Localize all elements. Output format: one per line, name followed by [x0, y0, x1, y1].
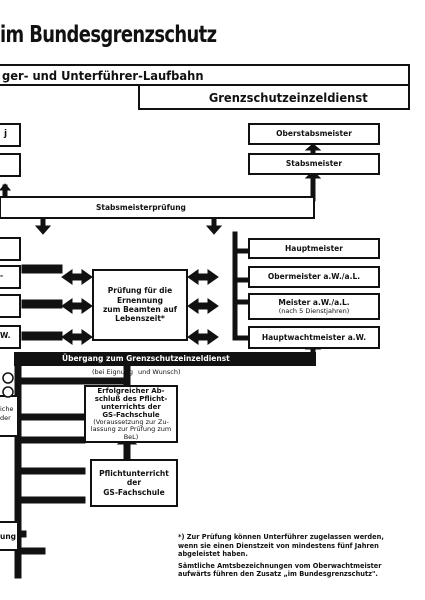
left-node-1: [2, 372, 14, 384]
left-arrow-head: [0, 183, 12, 191]
bar-mid-1: [14, 413, 86, 421]
left-mark: j: [4, 129, 8, 139]
left-partial-b: W.: [0, 331, 11, 340]
arrow-head-left-down: [34, 225, 52, 235]
footnotes: *) Zur Prüfung können Unterführer zugela…: [178, 533, 384, 579]
bar-bottom: [14, 547, 46, 555]
page-title: im Bundesgrenzschutz: [0, 22, 217, 48]
left-box-1: [0, 123, 21, 147]
left-partial-a: -: [0, 271, 4, 280]
rank-oberstabsmeister: Oberstabsmeister: [248, 123, 380, 145]
left-partial-c1: iche: [0, 405, 14, 413]
left-box-2: [0, 153, 21, 177]
uebergang-bar: [14, 352, 316, 366]
left-box-6: [0, 325, 21, 349]
left-box-8: [0, 521, 19, 551]
meister-note: (nach 5 Dienstjahren): [278, 307, 350, 316]
bar-mid-3: [14, 467, 86, 475]
arrow-head-oberstab: [304, 143, 322, 151]
left-bar-3: [21, 331, 63, 341]
header-laufbahn: ger- und Unterführer-Laufbahn: [0, 64, 410, 86]
stabsmeisterpruefung-label: Stabsmeisterprüfung: [96, 203, 186, 212]
double-arrow-right-2: [187, 298, 219, 314]
pruefung-lebenszeit-box: Prüfung für die Ernennung zum Beamten au…: [92, 269, 188, 341]
rank-hauptwachtmeister: Hauptwachtmeister a.W.: [248, 326, 380, 349]
right-spine: [232, 231, 238, 341]
bar-to-fachschule: [14, 377, 128, 385]
double-arrow-right-1: [187, 269, 219, 285]
uebergang-sub-left: (bei Eignung: [92, 368, 134, 376]
spine-tick-meister: [232, 299, 249, 305]
header-divider: [138, 86, 140, 110]
left-box-4: [0, 265, 21, 289]
fachschule-abschluss-box: Erfolgreicher Ab- schluß des Pflicht- un…: [84, 385, 178, 443]
rank-obermeister: Obermeister a.W./a.L.: [248, 266, 380, 288]
left-box-5: [0, 294, 21, 318]
spine-tick-hauptmeister: [232, 248, 249, 254]
double-arrow-left-2: [61, 298, 93, 314]
bar-mid-4: [14, 496, 86, 504]
spine-tick-obermeister: [232, 277, 249, 283]
rank-hauptmeister: Hauptmeister: [248, 238, 380, 259]
arrow-head-right-down: [205, 225, 223, 235]
uebergang-label: Übergang zum Grenzschutzeinzeldienst: [62, 354, 230, 363]
double-arrow-right-3: [187, 329, 219, 345]
double-arrow-left-1: [61, 269, 93, 285]
left-bar-1: [21, 264, 63, 274]
stabsmeisterpruefung-frame: [0, 196, 315, 219]
rank-meister: Meister a.W./a.L. (nach 5 Dienstjahren): [248, 293, 380, 320]
left-node-2: [2, 386, 14, 398]
left-partial-c2: der: [0, 414, 11, 422]
header-grenzschutzeinzeldienst: Grenzschutzeinzeldienst: [138, 86, 410, 110]
stub: [19, 530, 27, 538]
uebergang-sub-right: und Wunsch): [138, 368, 181, 376]
spine-tick-hauptwacht: [232, 335, 249, 341]
pflichtunterricht-box: Pflichtunterricht der GS-Fachschule: [90, 459, 178, 507]
left-box-3: [0, 237, 21, 261]
rank-stabsmeister: Stabsmeister: [248, 153, 380, 175]
double-arrow-left-3: [61, 329, 93, 345]
left-partial-d: ung: [0, 532, 17, 541]
bar-mid-2: [14, 436, 86, 444]
left-bar-2: [21, 299, 63, 309]
